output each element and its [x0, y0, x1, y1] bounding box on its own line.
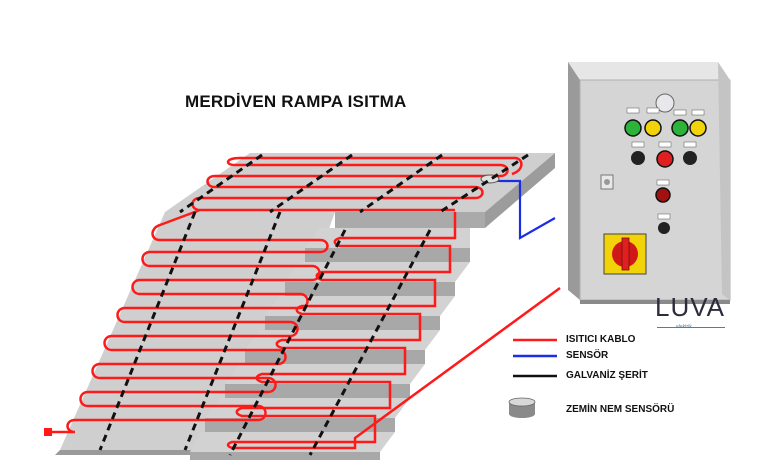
legend-label-moisture-sensor: ZEMİN NEM SENSÖRÜ [566, 404, 675, 415]
legend-label-sensor: SENSÖR [566, 350, 609, 361]
top-landing-front [335, 212, 485, 228]
panel-bottom [580, 300, 730, 304]
control-panel [568, 62, 731, 301]
legend-label-strip: GALVANİZ ŞERİT [566, 370, 648, 381]
diagram-title: MERDİVEN RAMPA ISITMA [185, 92, 407, 111]
heater-cable-ramp [50, 208, 329, 434]
heater-cable-stairs [226, 212, 561, 450]
brand-logo: LUVA [655, 292, 725, 322]
legend-sensor-icon [508, 397, 536, 418]
heater-cable-end [44, 428, 52, 436]
brand-tagline: elektrik [676, 324, 692, 330]
brand-logo-underline [657, 327, 725, 328]
galvanized-strips [98, 153, 529, 456]
legend-label-heater: ISITICI KABLO [566, 334, 636, 345]
